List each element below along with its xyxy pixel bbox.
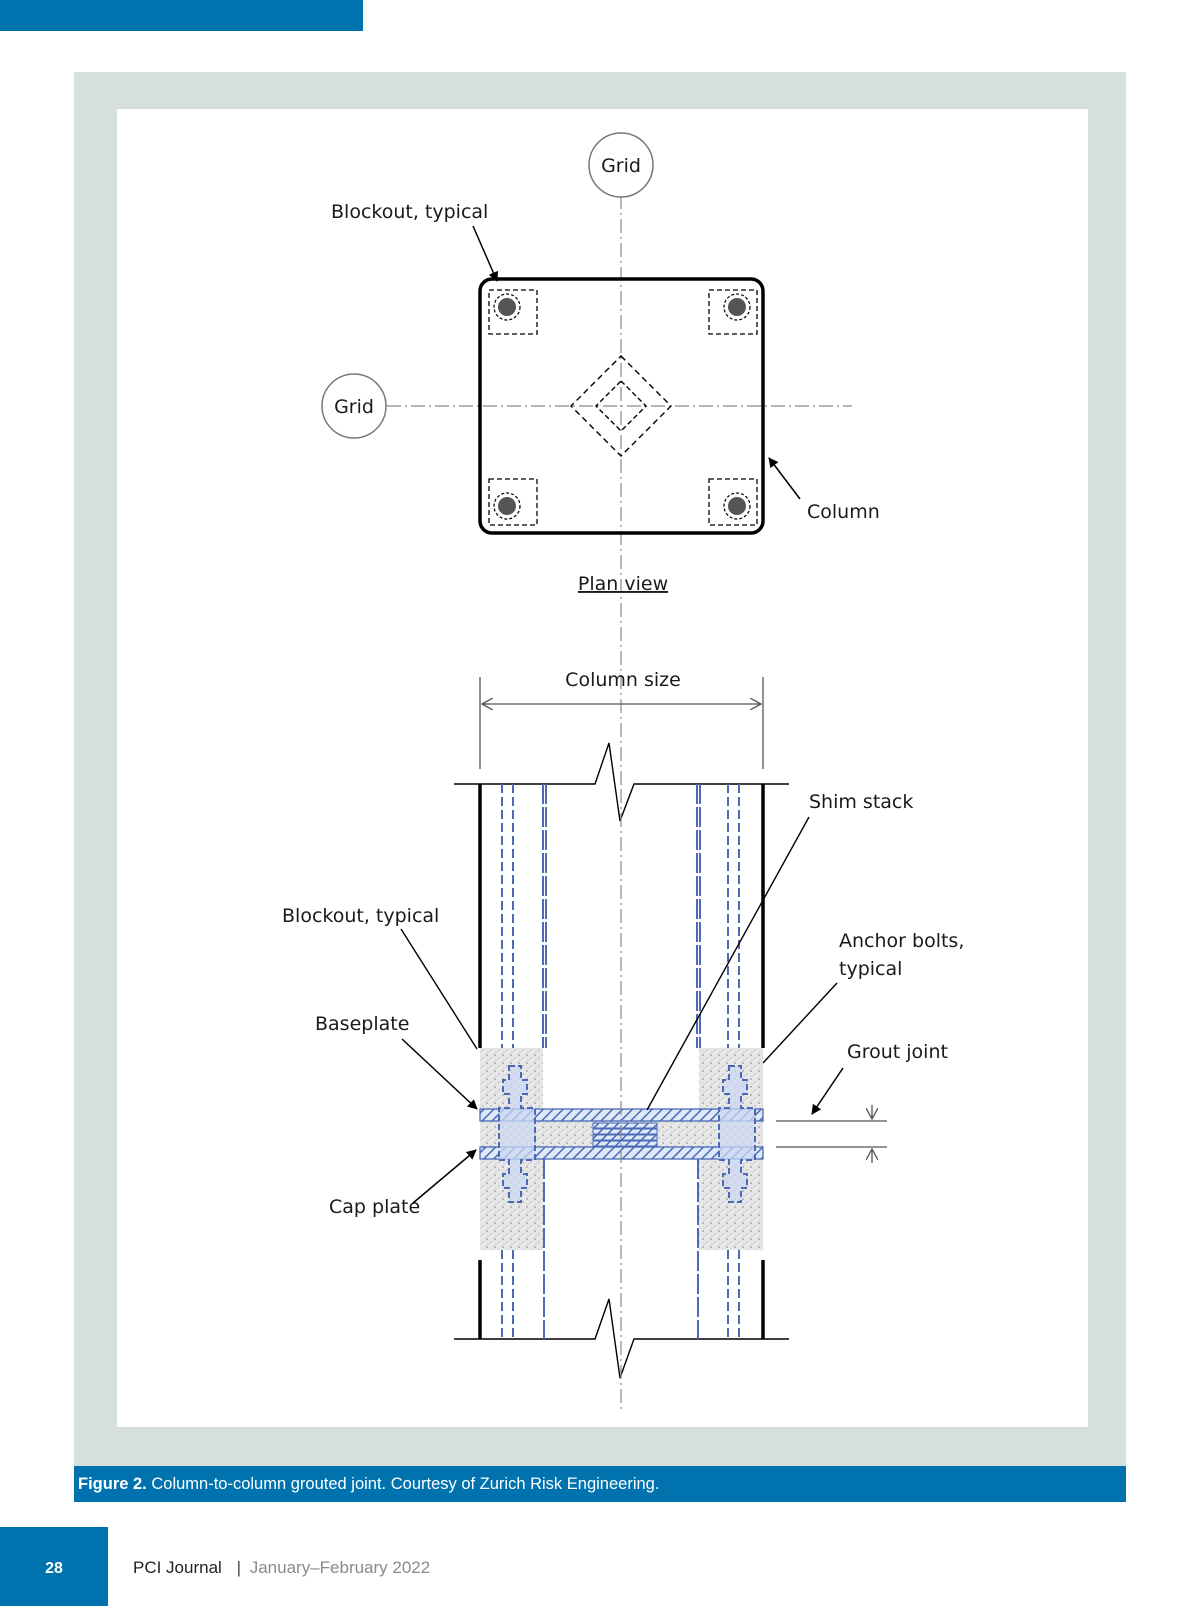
journal-name: PCI Journal xyxy=(133,1558,222,1577)
grid-bubble-top xyxy=(588,132,654,198)
plan-blockout-label: Blockout, typical xyxy=(331,201,488,223)
figure-canvas: Grid Grid Blockout, typical Column Plan xyxy=(117,109,1088,1427)
column-outline xyxy=(478,277,765,535)
cap-plate-label: Cap plate xyxy=(329,1196,420,1218)
column-joint-diagram: Grid Grid Blockout, typical Column Plan xyxy=(282,132,964,1409)
anchor-bolts-leader xyxy=(762,982,838,1064)
plan-view-caption: Plan view xyxy=(578,573,668,595)
shim-stack xyxy=(592,1122,658,1147)
anchor-bolt-bottom-left xyxy=(498,497,516,515)
upper-rebar xyxy=(501,784,740,1048)
anchor-bolts-label-line1: Anchor bolts, xyxy=(839,930,964,952)
plan-view: Grid Grid Blockout, typical Column Plan xyxy=(321,132,880,789)
column-size-label: Column size xyxy=(565,669,681,691)
anchor-bolt-right xyxy=(718,1065,756,1203)
page-number: 28 xyxy=(45,1560,63,1577)
figure-caption-text: Column-to-column grouted joint. Courtesy… xyxy=(151,1475,660,1493)
elevation-blockout-label: Blockout, typical xyxy=(282,905,439,927)
lower-break-line xyxy=(454,1298,789,1379)
plan-column-label: Column xyxy=(807,501,880,523)
baseplate-leader xyxy=(401,1038,478,1110)
elevation-view: Column size xyxy=(282,669,964,1409)
plan-column-leader xyxy=(768,457,801,500)
anchor-bolt-top-left xyxy=(498,298,516,316)
shim-diamond-outer xyxy=(570,355,672,457)
baseplate-label: Baseplate xyxy=(315,1013,409,1035)
blockout-bottom-left xyxy=(488,478,538,526)
top-accent-bar xyxy=(0,0,363,31)
shim-stack-leader xyxy=(646,816,810,1111)
blockout-bottom-right xyxy=(708,478,758,526)
grid-label-top: Grid xyxy=(601,155,641,177)
anchor-bolt-left xyxy=(498,1065,536,1203)
plan-blockout-leader xyxy=(472,225,498,282)
figure-caption-label: Figure 2. xyxy=(78,1475,147,1493)
footer-separator: | xyxy=(236,1558,241,1577)
blockout-top-left xyxy=(488,289,538,335)
footer: PCI Journal | January–February 2022 xyxy=(133,1558,430,1578)
blockout-top-right xyxy=(708,289,758,335)
cap-plate-leader xyxy=(412,1149,477,1204)
anchor-bolt-top-right xyxy=(728,298,746,316)
page-number-box: 28 xyxy=(0,1527,108,1606)
anchor-bolt-bottom-right xyxy=(728,497,746,515)
grout-joint-label: Grout joint xyxy=(847,1041,948,1063)
figure-caption: Figure 2. Column-to-column grouted joint… xyxy=(74,1466,1126,1502)
anchor-bolts-label-line2: typical xyxy=(839,958,902,980)
grout-joint-dimension xyxy=(776,1105,887,1163)
elevation-blockout-leader xyxy=(400,928,478,1050)
shim-stack-label: Shim stack xyxy=(809,791,913,813)
grid-bubble-left xyxy=(321,373,387,439)
issue-date: January–February 2022 xyxy=(249,1558,431,1577)
grout-joint-leader xyxy=(811,1067,844,1115)
grid-label-left: Grid xyxy=(334,396,374,418)
upper-break-line xyxy=(454,742,789,822)
lower-rebar xyxy=(501,1159,740,1339)
